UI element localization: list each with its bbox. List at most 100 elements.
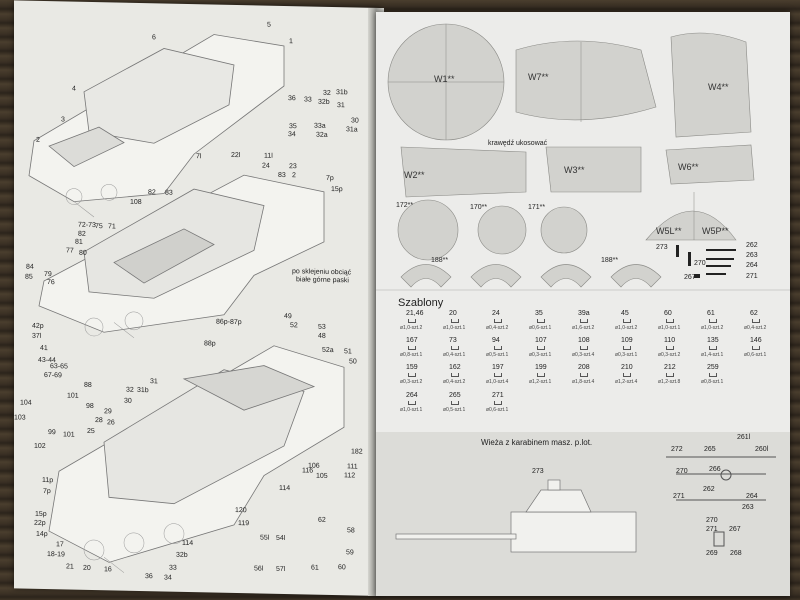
turret-part-label: 271	[706, 526, 718, 533]
part-number: 108	[130, 198, 142, 207]
disc-label: 172**	[396, 202, 414, 209]
part-number: 1	[289, 38, 293, 46]
shape-label: W6**	[678, 162, 699, 172]
part-number: 36	[288, 95, 296, 103]
template-gauge	[451, 373, 459, 377]
part-number: 33	[169, 564, 177, 572]
small-part-label: 264	[746, 262, 758, 269]
template-gauge	[537, 346, 545, 350]
part-number: 75	[95, 223, 103, 231]
template-gauge	[666, 346, 674, 350]
part-number: 36	[145, 573, 153, 581]
part-number: 88	[84, 381, 92, 389]
part-number: 34	[164, 574, 172, 582]
template-spec: ø0,4-szt.1	[443, 352, 466, 358]
template-gauge	[709, 319, 717, 323]
turret-part-label: 271	[673, 493, 685, 500]
template-gauge	[666, 373, 674, 377]
template-spec: ø0,4-szt.2	[443, 379, 466, 385]
turret-part-label: 268	[730, 550, 742, 557]
turret-part-label: 270	[676, 468, 688, 475]
template-number: 62	[750, 310, 758, 317]
part-number: 31b	[336, 89, 348, 97]
part-number: 84	[26, 263, 34, 271]
part-number: 53	[318, 323, 326, 331]
template-spec: ø0,3-szt.2	[658, 352, 681, 358]
template-number: 108	[578, 337, 590, 344]
part-number: 11p	[42, 476, 54, 485]
part-number: 33a	[314, 122, 326, 130]
template-number: 24	[492, 310, 500, 317]
turret-part-label: 262	[703, 486, 715, 493]
template-spec: ø1,0-szt.4	[486, 379, 509, 385]
part-w2-shape	[400, 146, 527, 198]
template-number: 109	[621, 337, 633, 344]
part-number: 32b	[176, 551, 188, 559]
template-gauge	[494, 319, 502, 323]
part-number: 114	[279, 484, 291, 493]
part-number: 26	[107, 419, 115, 427]
part-number: 24	[262, 162, 270, 170]
part-number: 54l	[276, 534, 286, 543]
part-number: 99	[48, 429, 56, 437]
template-number: 146	[750, 337, 762, 344]
template-spec: ø0,3-szt.1	[529, 352, 552, 358]
part-w6-shape	[665, 144, 755, 185]
template-gauge	[580, 346, 588, 350]
template-spec: ø0,8-szt.1	[701, 379, 724, 385]
template-spec: ø0,3-szt.2	[400, 379, 423, 385]
part-number: 29	[104, 408, 112, 416]
template-number: 265	[449, 392, 461, 399]
part-number: 58	[347, 527, 355, 535]
part-number: 42p	[32, 322, 44, 330]
template-gauge	[666, 319, 674, 323]
part-number: 22l	[231, 151, 241, 160]
part-number: 105	[316, 472, 328, 480]
turret-part-label: 263	[742, 504, 754, 511]
template-number: 61	[707, 310, 715, 317]
templates-title: Szablony	[398, 297, 444, 309]
part-number: 63-65	[50, 363, 68, 371]
part-number: 32b	[318, 98, 330, 106]
part-number: 15p	[35, 510, 47, 519]
part-number: 7p	[43, 487, 51, 496]
template-number: 60	[664, 310, 672, 317]
part-number: 7p	[326, 174, 334, 183]
template-spec: ø1,2-szt.1	[529, 379, 552, 385]
shape-label: W4**	[708, 82, 729, 92]
part-number: 51	[344, 348, 352, 356]
part-number: 80	[79, 249, 87, 257]
part-number: 114	[182, 539, 194, 548]
template-number: 167	[406, 337, 418, 344]
part-number: 11l	[264, 152, 273, 160]
template-spec: ø1,0-szt.2	[701, 325, 724, 331]
template-gauge	[537, 319, 545, 323]
template-gauge	[623, 319, 631, 323]
part-number: 61	[311, 564, 319, 572]
template-gauge	[451, 346, 459, 350]
part-number: 77	[66, 247, 74, 255]
part-number: 17	[56, 541, 64, 549]
small-part-label: 267	[684, 274, 696, 281]
turret-part-label: 260l	[755, 446, 769, 453]
part-number: 2	[36, 136, 40, 144]
part-number: 20	[83, 564, 91, 572]
template-number: 45	[621, 310, 629, 317]
small-part-label: 263	[746, 252, 758, 259]
part-number: 82	[78, 230, 86, 238]
template-spec: ø1,2-szt.4	[615, 379, 638, 385]
part-number: 25	[87, 427, 95, 436]
template-spec: ø0,4-szt.2	[486, 325, 509, 331]
template-spec: ø0,5-szt.1	[486, 352, 509, 358]
part-number: 3	[61, 116, 65, 124]
part-number: 67-69	[44, 371, 62, 380]
part-number: 112	[344, 472, 356, 480]
part-number: 7l	[196, 153, 202, 161]
part-number: 30	[124, 397, 132, 405]
template-number: 35	[535, 310, 543, 317]
small-part-label: 273	[656, 244, 668, 251]
part-number: 76	[47, 279, 55, 287]
template-gauge	[752, 346, 760, 350]
template-number: 197	[492, 364, 504, 371]
